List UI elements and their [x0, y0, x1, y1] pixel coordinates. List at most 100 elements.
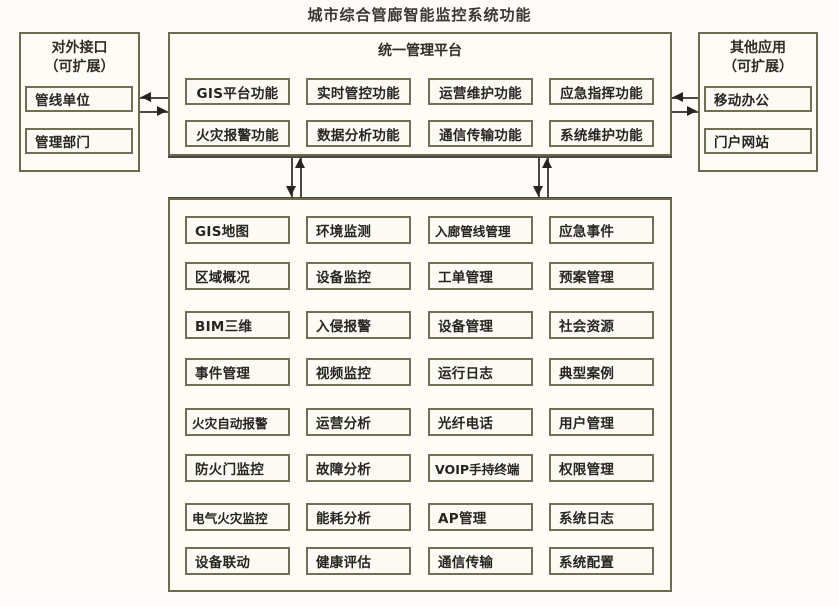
modules-panel — [168, 198, 672, 592]
arrow-down-icon — [533, 186, 543, 196]
module-item[interactable]: 入侵报警 — [306, 311, 411, 339]
module-item-label: 工单管理 — [438, 270, 494, 286]
platform-function-data-analysis[interactable]: 数据分析功能 — [306, 120, 411, 147]
module-item[interactable]: 系统日志 — [549, 503, 654, 531]
external-interface-item-pipeline-unit[interactable]: 管线单位 — [25, 86, 133, 112]
platform-function-operation-maintenance[interactable]: 运营维护功能 — [428, 78, 533, 105]
module-item[interactable]: 系统配置 — [549, 547, 654, 575]
module-item[interactable]: 故障分析 — [306, 454, 411, 482]
module-item[interactable]: GIS地图 — [185, 216, 290, 244]
connector-platform-right-top — [672, 97, 698, 99]
module-item[interactable]: 应急事件 — [549, 216, 654, 244]
connector-platform-right-bottom — [672, 111, 698, 113]
module-item[interactable]: 入廊管线管理 — [428, 216, 533, 244]
module-item[interactable]: 设备监控 — [306, 262, 411, 290]
connector-bus-bottom — [168, 197, 672, 199]
other-applications-item-portal-website[interactable]: 门户网站 — [704, 128, 812, 154]
module-item-label: 系统日志 — [559, 511, 615, 527]
module-item-label: 用户管理 — [559, 416, 615, 432]
module-item[interactable]: 视频监控 — [306, 358, 411, 386]
module-item-label: 视频监控 — [316, 366, 372, 382]
module-item-label: 权限管理 — [559, 462, 615, 478]
module-item[interactable]: 电气火灾监控 — [185, 503, 290, 531]
module-item[interactable]: VOIP手持终端 — [428, 454, 533, 482]
platform-function-emergency-command[interactable]: 应急指挥功能 — [549, 78, 654, 105]
module-item-label: 应急事件 — [559, 224, 615, 240]
module-item-label: 典型案例 — [559, 366, 615, 382]
module-item-label: 火灾自动报警 — [192, 415, 268, 431]
module-item-label: 系统配置 — [559, 555, 615, 571]
module-item[interactable]: 区域概况 — [185, 262, 290, 290]
module-item-label: 环境监测 — [316, 224, 372, 240]
module-item[interactable]: 权限管理 — [549, 454, 654, 482]
external-interface-title-line1: 对外接口 — [51, 40, 108, 56]
platform-function-gis[interactable]: GIS平台功能 — [185, 78, 290, 105]
other-applications-item-label: 门户网站 — [714, 135, 770, 151]
module-item-label: GIS地图 — [195, 224, 250, 240]
module-item[interactable]: 设备联动 — [185, 547, 290, 575]
platform-function-system-maintenance[interactable]: 系统维护功能 — [549, 120, 654, 147]
module-item-label: 电气火灾监控 — [192, 510, 268, 526]
module-item[interactable]: BIM三维 — [185, 311, 290, 339]
arrow-left-icon — [141, 92, 151, 102]
module-item[interactable]: 环境监测 — [306, 216, 411, 244]
connector-platform-modules-right-b — [547, 156, 549, 198]
platform-function-communication-transmission[interactable]: 通信传输功能 — [428, 120, 533, 147]
module-item-label: BIM三维 — [195, 319, 253, 335]
module-item-label: 故障分析 — [316, 462, 372, 478]
module-item[interactable]: 典型案例 — [549, 358, 654, 386]
module-item[interactable]: 健康评估 — [306, 547, 411, 575]
module-item-label: 区域概况 — [195, 270, 251, 286]
module-item[interactable]: 工单管理 — [428, 262, 533, 290]
module-item-label: 防火门监控 — [195, 462, 264, 478]
module-item[interactable]: 防火门监控 — [185, 454, 290, 482]
module-item[interactable]: 火灾自动报警 — [185, 408, 290, 436]
module-item[interactable]: 用户管理 — [549, 408, 654, 436]
module-item-label: 运行日志 — [438, 366, 494, 382]
module-item[interactable]: 运行日志 — [428, 358, 533, 386]
platform-function-fire-alarm[interactable]: 火灾报警功能 — [185, 120, 290, 147]
platform-function-label: 通信传输功能 — [439, 127, 522, 144]
arrow-right-icon — [687, 106, 697, 116]
module-item[interactable]: 社会资源 — [549, 311, 654, 339]
module-item-label: 健康评估 — [316, 555, 372, 571]
platform-function-realtime-control[interactable]: 实时管控功能 — [306, 78, 411, 105]
module-item[interactable]: 能耗分析 — [306, 503, 411, 531]
connector-platform-modules-right-a — [538, 156, 540, 198]
module-item-label: 通信传输 — [438, 555, 494, 571]
module-item-label: VOIP手持终端 — [435, 461, 520, 477]
platform-function-label: 数据分析功能 — [317, 127, 400, 144]
module-item-label: 光纤电话 — [438, 416, 494, 432]
external-interface-panel-title: 对外接口 （可扩展） — [21, 39, 138, 77]
platform-function-label: 火灾报警功能 — [196, 127, 279, 144]
module-item[interactable]: 事件管理 — [185, 358, 290, 386]
arrow-up-icon — [295, 158, 305, 168]
external-interface-item-management-department[interactable]: 管理部门 — [25, 128, 133, 154]
platform-function-label: GIS平台功能 — [196, 85, 279, 102]
arrow-down-icon — [286, 186, 296, 196]
other-applications-item-label: 移动办公 — [714, 93, 770, 109]
arrow-right-icon — [157, 106, 167, 116]
other-applications-title-line1: 其他应用 — [730, 40, 786, 56]
external-interface-title-line2: （可扩展） — [44, 58, 115, 75]
module-item-label: 设备联动 — [195, 555, 251, 571]
module-item-label: 预案管理 — [559, 270, 615, 286]
module-item[interactable]: 光纤电话 — [428, 408, 533, 436]
connector-left-platform-bottom — [140, 111, 168, 113]
module-item[interactable]: 预案管理 — [549, 262, 654, 290]
module-item[interactable]: AP管理 — [428, 503, 533, 531]
arrow-left-icon — [673, 92, 683, 102]
other-applications-title-line2: （可扩展） — [723, 58, 793, 75]
external-interface-item-label: 管线单位 — [35, 93, 91, 109]
module-item[interactable]: 运营分析 — [306, 408, 411, 436]
module-item[interactable]: 通信传输 — [428, 547, 533, 575]
module-item-label: 入廊管线管理 — [435, 223, 511, 239]
connector-left-platform-top — [140, 97, 168, 99]
unified-management-platform-title: 统一管理平台 — [378, 43, 462, 59]
module-item-label: 事件管理 — [195, 366, 251, 382]
external-interface-item-label: 管理部门 — [35, 135, 91, 151]
other-applications-item-mobile-office[interactable]: 移动办公 — [704, 86, 812, 112]
module-item-label: 运营分析 — [316, 416, 372, 432]
module-item[interactable]: 设备管理 — [428, 311, 533, 339]
module-item-label: 设备监控 — [316, 270, 372, 286]
